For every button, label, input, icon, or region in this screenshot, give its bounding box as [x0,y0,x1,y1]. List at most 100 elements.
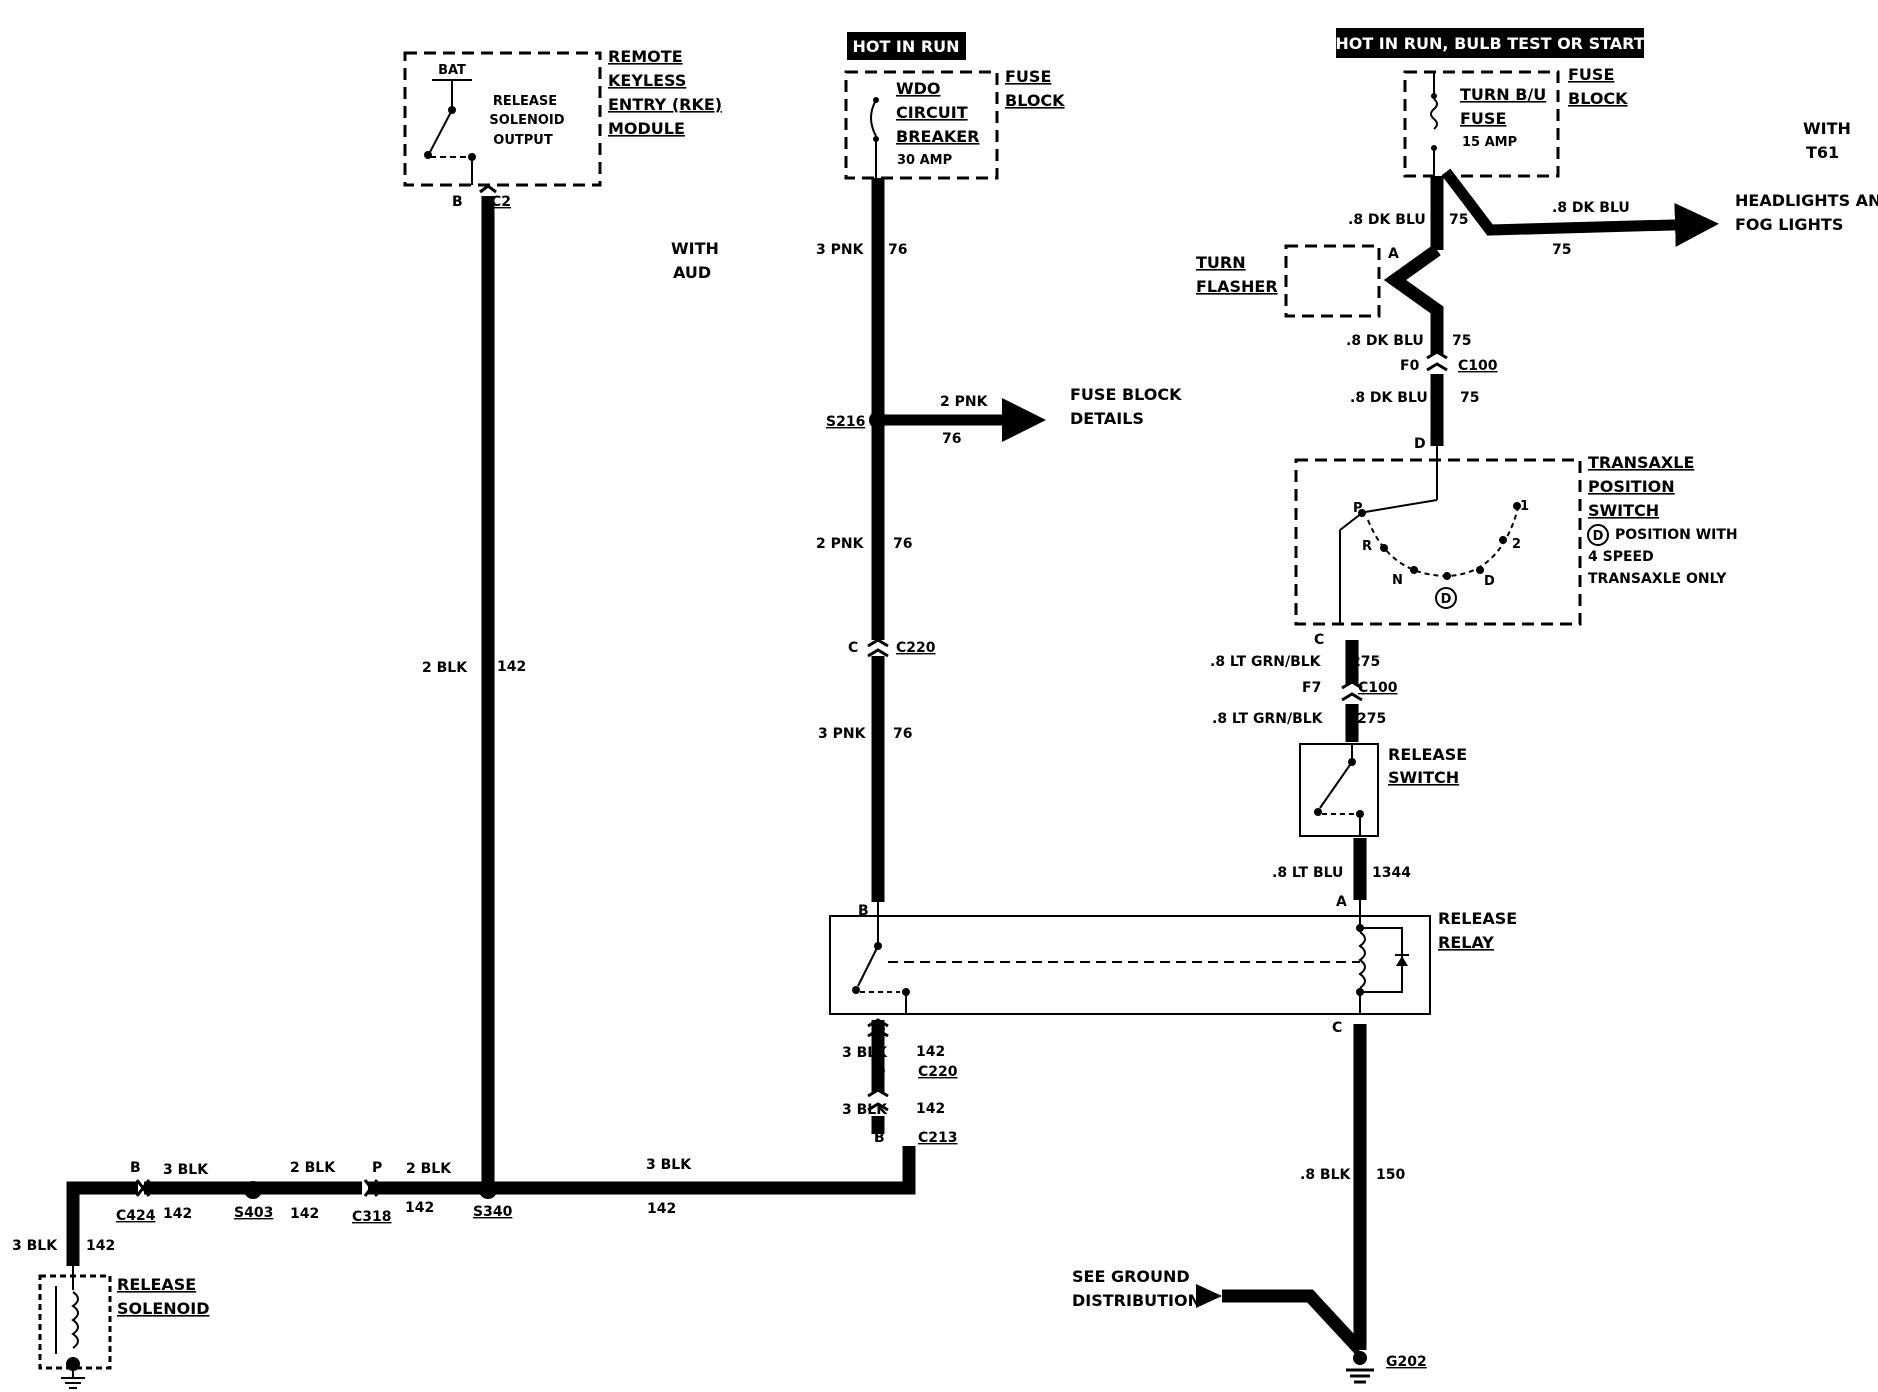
fuse-block-details-destination: FUSE BLOCK DETAILS [1070,385,1182,428]
svg-text:142: 142 [86,1238,115,1254]
svg-text:2 PNK: 2 PNK [940,394,989,410]
splice-s403: S403 [234,1181,273,1221]
svg-text:FLASHER: FLASHER [1196,277,1278,296]
transaxle-position-switch: P R N D 2 1 D TRANSAXLE POSITION SWITCH … [1294,436,1738,648]
svg-text:2 BLK: 2 BLK [422,660,468,676]
wire-labels: 3 PNK 76 2 PNK 76 2 PNK 76 3 PNK 76 2 BL… [12,200,1630,1254]
svg-text:C100: C100 [1458,358,1498,374]
svg-text:HOT IN RUN, BULB TEST OR START: HOT IN RUN, BULB TEST OR START [1335,34,1644,53]
svg-text:B: B [874,1130,885,1146]
svg-text:TURN: TURN [1196,253,1246,272]
svg-text:75: 75 [1449,212,1468,228]
with-aud-note: WITH AUD [671,239,719,282]
svg-text:76: 76 [893,726,912,742]
splice-s340: S340 [473,1181,513,1220]
svg-text:A: A [1336,894,1347,910]
svg-text:3 BLK: 3 BLK [163,1162,209,1178]
svg-text:75: 75 [1460,390,1479,406]
svg-text:1344: 1344 [1372,865,1411,881]
svg-text:3 BLK: 3 BLK [646,1157,692,1173]
svg-text:75: 75 [1452,333,1471,349]
svg-text:FOG LIGHTS: FOG LIGHTS [1735,215,1843,234]
svg-text:REMOTE: REMOTE [608,47,683,66]
svg-text:S216: S216 [826,414,865,430]
svg-text:C424: C424 [116,1208,156,1224]
ground-g202: G202 SEE GROUND DISTRIBUTION [1072,1267,1427,1384]
svg-text:WITH: WITH [671,239,719,258]
svg-text:150: 150 [1376,1167,1405,1183]
svg-text:SOLENOID: SOLENOID [117,1299,209,1318]
svg-text:B: B [858,903,869,919]
hot-in-run-label: HOT IN RUN [847,32,966,60]
turn-bu-fuse: TURN B/U FUSE 15 AMP FUSE BLOCK [1403,65,1628,178]
svg-text:C: C [1314,632,1324,648]
svg-text:3 PNK: 3 PNK [818,726,867,742]
svg-text:C220: C220 [896,640,936,656]
svg-text:FUSE: FUSE [1460,109,1506,128]
hot-in-run-bulb-test-label: HOT IN RUN, BULB TEST OR START [1335,28,1645,58]
svg-text:3 PNK: 3 PNK [816,242,865,258]
with-t61-note: WITH T61 [1803,119,1851,162]
svg-text:F0: F0 [1400,358,1420,374]
wdo-circuit-breaker: WDO CIRCUIT BREAKER 30 AMP FUSE BLOCK [844,67,1065,180]
connector-symbols [135,184,1448,1197]
svg-text:C: C [1332,1020,1342,1036]
svg-text:DISTRIBUTION: DISTRIBUTION [1072,1291,1201,1310]
svg-text:S403: S403 [234,1205,273,1221]
svg-text:75: 75 [1552,242,1571,258]
svg-text:.8 DK BLU: .8 DK BLU [1348,212,1426,228]
svg-text:D: D [874,1022,886,1038]
svg-text:OUTPUT: OUTPUT [493,133,553,148]
svg-text:TRANSAXLE ONLY: TRANSAXLE ONLY [1588,571,1727,587]
svg-text:B: B [130,1160,141,1176]
svg-text:P: P [372,1160,382,1176]
svg-text:RELEASE: RELEASE [1388,745,1467,764]
svg-text:S340: S340 [473,1204,513,1220]
svg-text:.8 LT GRN/BLK: .8 LT GRN/BLK [1210,654,1322,670]
svg-text:G202: G202 [1386,1354,1427,1370]
svg-text:BLOCK: BLOCK [1005,91,1065,110]
svg-text:30 AMP: 30 AMP [897,153,952,168]
svg-text:F7: F7 [1302,680,1321,696]
svg-text:76: 76 [942,431,961,447]
svg-text:142: 142 [163,1206,192,1222]
svg-text:R: R [1362,539,1372,554]
svg-text:76: 76 [893,536,912,552]
svg-text:D: D [1593,529,1604,544]
svg-text:P: P [1353,501,1363,516]
svg-text:A: A [1388,246,1399,262]
svg-text:SWITCH: SWITCH [1588,501,1659,520]
svg-text:1: 1 [1520,499,1529,514]
svg-text:D: D [874,1064,886,1080]
svg-text:C213: C213 [918,1130,958,1146]
svg-text:.8 LT BLU: .8 LT BLU [1272,865,1343,881]
svg-text:3 BLK: 3 BLK [842,1102,888,1118]
svg-text:275: 275 [1351,654,1380,670]
svg-text:2: 2 [1512,537,1521,552]
svg-text:3 BLK: 3 BLK [12,1238,58,1254]
release-relay: RELEASE RELAY B A D C [829,894,1517,1038]
svg-text:T61: T61 [1806,143,1839,162]
svg-text:142: 142 [290,1206,319,1222]
svg-text:C100: C100 [1358,680,1398,696]
svg-text:D: D [1484,574,1495,589]
svg-text:15 AMP: 15 AMP [1462,135,1517,150]
svg-text:SOLENOID: SOLENOID [489,113,564,128]
svg-text:WDO: WDO [896,79,941,98]
svg-text:142: 142 [647,1201,676,1217]
svg-text:BAT: BAT [438,63,466,78]
headlights-wire [1441,168,1719,247]
svg-text:C220: C220 [918,1064,958,1080]
svg-text:2 PNK: 2 PNK [816,536,865,552]
svg-text:2 BLK: 2 BLK [290,1160,336,1176]
svg-text:HEADLIGHTS AND: HEADLIGHTS AND [1735,191,1878,210]
svg-text:SEE GROUND: SEE GROUND [1072,1267,1190,1286]
headlights-destination: HEADLIGHTS AND FOG LIGHTS [1735,191,1878,234]
svg-text:SWITCH: SWITCH [1388,768,1459,787]
connector-labels: C C220 D C220 B C213 F0 C100 F7 C100 B C… [116,358,1498,1225]
svg-text:BREAKER: BREAKER [896,127,979,146]
svg-text:D: D [1441,592,1452,607]
svg-text:BLOCK: BLOCK [1568,89,1628,108]
svg-text:3 BLK: 3 BLK [842,1045,888,1061]
svg-text:MODULE: MODULE [608,119,685,138]
